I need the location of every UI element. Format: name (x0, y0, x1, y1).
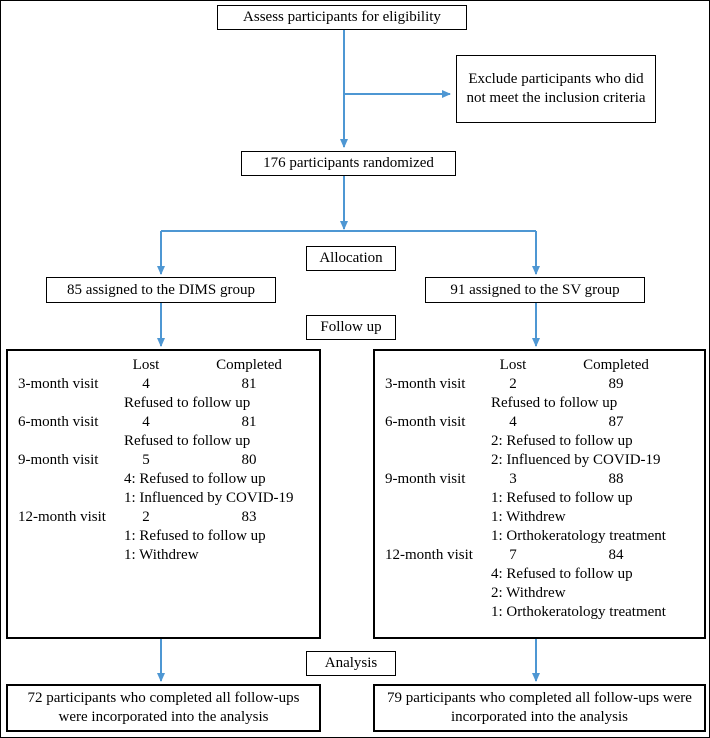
completed-count: 80 (241, 452, 257, 468)
dims-group-box: 85 assigned to the DIMS group (46, 277, 276, 303)
lost-reason: Refused to follow up (491, 395, 618, 411)
followup-visit-row: 3-month visit 4 81 (18, 375, 315, 394)
completed-count: 81 (241, 414, 257, 430)
analysis-label-box: Analysis (306, 651, 396, 676)
column-header-lost: Lost (132, 357, 160, 373)
followup-visit-row: 3-month visit 2 89 (385, 375, 700, 394)
followup-header-row: Lost Completed (18, 356, 315, 375)
randomized-box: 176 participants randomized (241, 151, 456, 176)
column-header-lost: Lost (499, 357, 527, 373)
sv-group-box: 91 assigned to the SV group (425, 277, 645, 303)
visit-label: 6-month visit (385, 414, 466, 430)
lost-count: 4 (142, 414, 150, 430)
followup-visit-row: 6-month visit 4 87 (385, 413, 700, 432)
lost-count: 2 (509, 376, 517, 392)
sv-followup-box: Lost Completed 3-month visit 2 89 Refuse… (373, 349, 706, 639)
sv-analysis-box: 79 participants who completed all follow… (373, 684, 706, 732)
header-spacer (385, 356, 485, 375)
lost-count: 4 (142, 376, 150, 392)
lost-count: 5 (142, 452, 150, 468)
visit-label: 6-month visit (18, 414, 99, 430)
lost-count: 4 (509, 414, 517, 430)
lost-reason: 2: Refused to follow up (491, 433, 633, 449)
completed-count: 88 (608, 471, 624, 487)
followup-visit-row: 12-month visit 2 83 (18, 508, 315, 527)
lost-reason: 1: Refused to follow up (491, 490, 633, 506)
eligibility-box: Assess participants for eligibility (217, 5, 467, 30)
visit-label: 3-month visit (18, 376, 99, 392)
lost-count: 3 (509, 471, 517, 487)
followup-visit-row: 12-month visit 7 84 (385, 546, 700, 565)
lost-count: 7 (509, 547, 517, 563)
visit-label: 9-month visit (385, 471, 466, 487)
completed-count: 83 (241, 509, 257, 525)
header-spacer (18, 356, 118, 375)
visit-label: 3-month visit (385, 376, 466, 392)
lost-reason: Refused to follow up (124, 395, 251, 411)
column-header-completed: Completed (583, 357, 649, 373)
lost-count: 2 (142, 509, 150, 525)
completed-count: 87 (608, 414, 624, 430)
dims-analysis-box: 72 participants who completed all follow… (6, 684, 321, 732)
lost-reason: 1: Refused to follow up (124, 528, 266, 544)
followup-header-row: Lost Completed (385, 356, 700, 375)
lost-reason: 1: Orthokeratology treatment (491, 528, 666, 544)
lost-reason: 2: Influenced by COVID-19 (491, 452, 661, 468)
completed-count: 84 (608, 547, 624, 563)
lost-reason: 4: Refused to follow up (491, 566, 633, 582)
followup-visit-row: 9-month visit 5 80 (18, 451, 315, 470)
visit-label: 9-month visit (18, 452, 99, 468)
lost-reason: 1: Influenced by COVID-19 (124, 490, 294, 506)
column-header-completed: Completed (216, 357, 282, 373)
lost-reason: 4: Refused to follow up (124, 471, 266, 487)
followup-label-box: Follow up (306, 315, 396, 340)
lost-reason: 1: Withdrew (124, 547, 199, 563)
exclusion-box: Exclude participants who did not meet th… (456, 55, 656, 123)
lost-reason: Refused to follow up (124, 433, 251, 449)
allocation-label-box: Allocation (306, 246, 396, 271)
completed-count: 89 (608, 376, 624, 392)
completed-count: 81 (241, 376, 257, 392)
lost-reason: 2: Withdrew (491, 585, 566, 601)
followup-visit-row: 6-month visit 4 81 (18, 413, 315, 432)
lost-reason: 1: Orthokeratology treatment (491, 604, 666, 620)
visit-label: 12-month visit (18, 509, 106, 525)
visit-label: 12-month visit (385, 547, 473, 563)
lost-reason: 1: Withdrew (491, 509, 566, 525)
followup-visit-row: 9-month visit 3 88 (385, 470, 700, 489)
dims-followup-box: Lost Completed 3-month visit 4 81 Refuse… (6, 349, 321, 639)
